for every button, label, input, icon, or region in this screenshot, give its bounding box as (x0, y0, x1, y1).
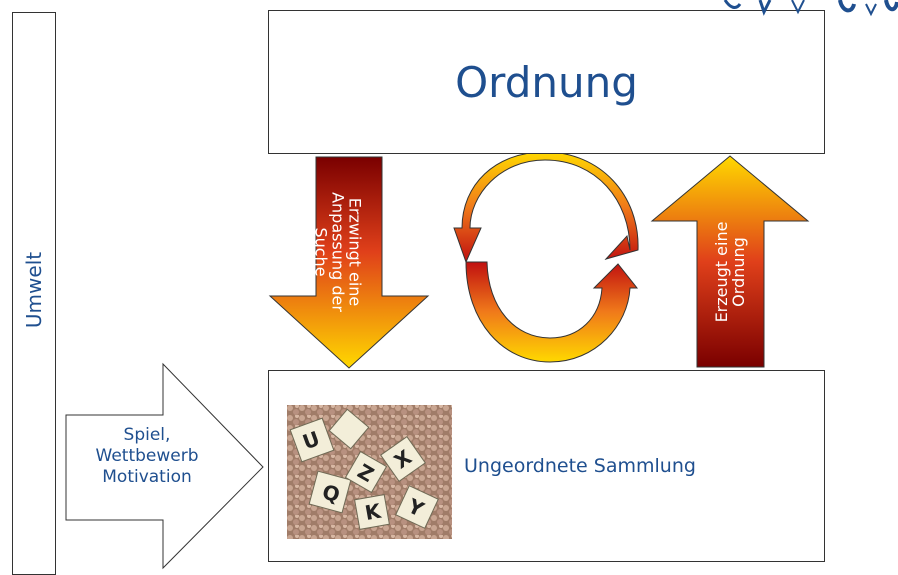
sammlung-label: Ungeordnete Sammlung (464, 455, 696, 477)
cycle-arrow-top (453, 151, 639, 264)
up-arrow-line-1: Erzeugt eine (712, 221, 731, 323)
ordnung-box: Ordnung (268, 10, 825, 154)
down-arrow-line-3: Suche (311, 227, 331, 277)
motivation-line-1: Spiel, (123, 425, 171, 445)
svg-text:Q: Q (320, 480, 343, 508)
up-arrow-line-2: Ordnung (729, 237, 748, 307)
down-arrow (268, 156, 430, 369)
up-arrow-label: Erzeugt eine Ordnung (712, 221, 748, 323)
svg-text:K: K (363, 498, 384, 525)
scrabble-tiles-image: U Q Z X K Y (287, 405, 452, 539)
down-arrow-line-1: Erzwingt eine (345, 197, 365, 307)
umwelt-box (12, 12, 56, 575)
motivation-label: Spiel, Wettbewerb Motivation (92, 425, 202, 488)
motivation-line-2: Wettbewerb (95, 446, 199, 466)
logo-fragment-icon (723, 0, 898, 17)
down-arrow-line-2: Anpassung der (328, 192, 348, 312)
svg-text:U: U (299, 426, 322, 454)
up-arrow (650, 155, 810, 368)
motivation-line-3: Motivation (102, 467, 192, 487)
cycle-arrow-bottom (465, 261, 639, 363)
umwelt-label: Umwelt (22, 251, 46, 329)
down-arrow-label: Erzwingt eine Anpassung der Suche (311, 192, 365, 312)
ordnung-title: Ordnung (455, 57, 638, 107)
motivation-arrow (65, 362, 264, 570)
